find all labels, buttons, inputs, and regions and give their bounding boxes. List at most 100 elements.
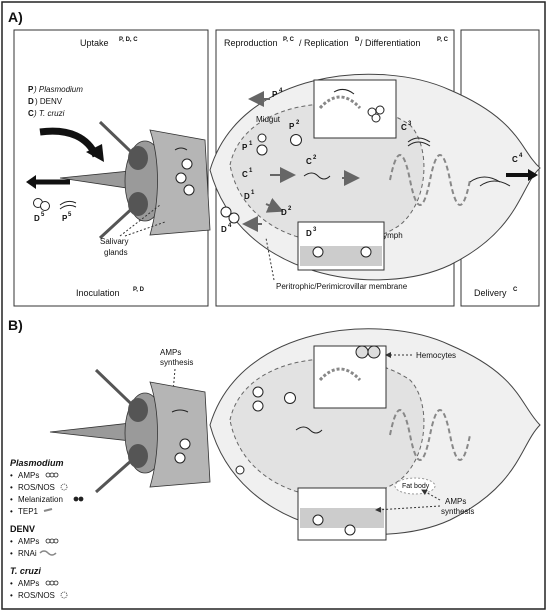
p5-sup: 5 [68,212,72,218]
defense-legend: Plasmodium • AMPs • ROS/NOS • Melanizati… [10,458,84,600]
inset-b-virion-2 [344,524,356,536]
panel-a-letter: A) [8,9,23,25]
c4-trypomastigote [469,176,501,183]
reproduction-label: Reproduction [224,38,278,48]
delivery-arrow-head [528,169,538,181]
legend-denv-amps: AMPs [18,537,39,546]
legend-bullet-8: • [10,591,13,600]
amps-synthesis-2: synthesis [160,358,193,367]
replication-label: / Replication [299,38,349,48]
legend-plasmodium-melanization: Melanization [18,495,63,504]
c3-label: C [401,123,407,132]
b-gamete-1 [252,386,264,398]
p1-gamete-2 [257,133,267,143]
legend-p-name: ) Plasmodium [33,85,83,94]
legend-bullet-3: • [10,495,13,504]
differentiation-label: / Differentiation [360,38,420,48]
legend-p-key: P [28,85,34,94]
melanization-symbol [73,496,79,502]
d1-arrow [265,197,284,213]
eye-top-a [128,146,148,170]
salivary-pointer-2 [124,221,166,237]
legend-denv-rnai: RNAi [18,549,37,558]
fat-body-label: Fat body [402,483,430,490]
c3-trypomastigote-2 [407,141,431,147]
inset-b-membrane [318,367,362,382]
hemocytes-label: Hemocytes [416,351,456,360]
uptake-arrow-head [86,144,104,162]
c3-sup: 3 [408,121,412,127]
differentiation-sup: P, C [437,37,449,43]
d2-label: D [281,208,287,217]
p1-gamete [256,144,268,156]
uptake-sup: P, D, C [119,37,138,43]
b-virion [235,465,245,475]
gland-virion-2 [175,172,187,184]
inset-oocyst-2 [375,105,385,115]
salivary-label-1: Salivary [100,237,128,246]
inset-virion-2 [360,246,372,258]
b-epimastigote [295,426,323,434]
tep1-symbol [43,508,53,512]
replication-sup: D [355,37,360,43]
legend-symbols [39,472,84,599]
panel-b-letter: B) [8,317,23,333]
ros-symbol-p [60,483,68,491]
pathogen-legend: P ) Plasmodium D ) DENV C ) T. cruzi [28,85,83,118]
c2-sup: 2 [313,155,317,161]
hemocyte-1 [355,345,369,359]
inset-b-virion-1 [312,514,324,526]
p2-label: P [289,122,295,131]
inset-top-membrane [318,95,362,110]
inset-b-epithelium [300,508,384,528]
p2-sup: 2 [296,120,300,126]
legend-plasmodium-tep1: TEP1 [18,507,39,516]
c3-trypomastigote [407,137,431,143]
gland-b-sporozoite [171,409,189,413]
inoculation-sup: P, D [133,287,145,293]
uptake-box [13,29,209,307]
b-zygote [284,392,296,404]
legend-plasmodium-amps: AMPs [18,471,39,480]
eye-bottom-a [128,192,148,216]
p5-sporozoite [59,200,77,206]
reproduction-sup: P, C [283,37,295,43]
inoculation-arrow-head [26,175,36,189]
midgut-label: Midgut [256,115,281,124]
d4-virion [220,206,232,218]
p4-label: P [272,90,278,99]
ros-symbol-c [60,591,68,599]
d3-label: D [306,229,312,238]
salivary-pointer-1 [119,204,161,237]
legend-bullet-5: • [10,537,13,546]
membrane-pointer [265,237,275,281]
gland-virion-1 [181,158,193,170]
gland-virion-3 [183,184,195,196]
legend-denv-title: DENV [10,524,35,534]
membrane-label: Peritrophic/Perimicrovillar membrane [276,282,408,291]
gland-sporozoite [174,147,188,151]
salivary-label-2: glands [104,248,128,257]
legend-d-name: ) DENV [35,97,63,106]
legend-tcruzi-ros: ROS/NOS [18,591,55,600]
legend-plasmodium-ros: ROS/NOS [18,483,55,492]
amps-synthesis2-2: synthesis [441,507,474,516]
inoculation-label: Inoculation [76,288,120,298]
delivery-label: Delivery [474,288,507,298]
d1-label: D [244,192,250,201]
d3-sup: 3 [313,227,317,233]
p2-zygote [290,134,302,146]
inset-ookinete [333,88,355,95]
p5-sporozoite-2 [59,204,77,210]
c4-label: C [512,155,518,164]
inset-oocyst-3 [371,113,381,123]
b-gamete-2 [252,400,264,412]
legend-plasmodium-title: Plasmodium [10,458,64,468]
d2-sup: 2 [288,206,292,212]
fat-body-pointer [421,489,441,501]
uptake-label: Uptake [80,38,109,48]
d4-virion-2 [228,212,240,224]
legend-bullet-4: • [10,507,13,516]
